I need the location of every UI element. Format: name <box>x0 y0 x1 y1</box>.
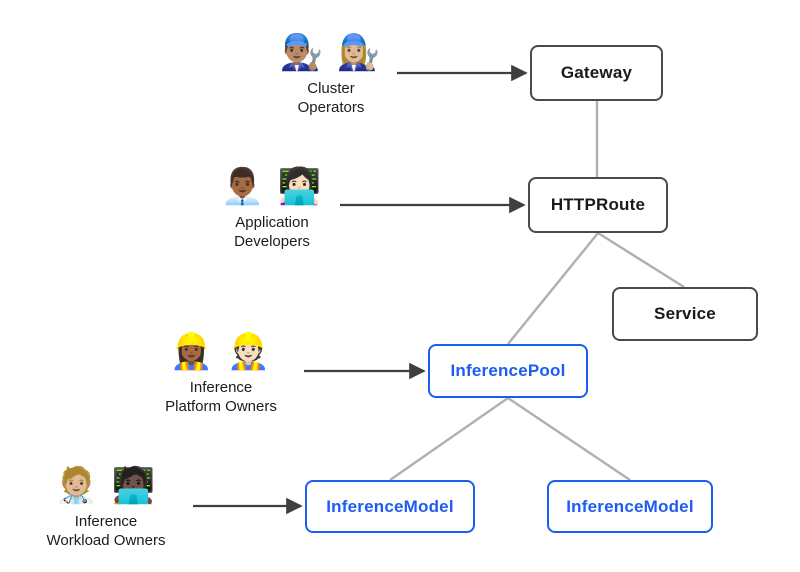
persona-inference-platform-owners-label: Inference Platform Owners <box>111 378 331 416</box>
persona-label-line: Platform Owners <box>165 398 277 415</box>
persona-label-line: Application <box>235 214 309 231</box>
node-inferencemodel-left: InferenceModel <box>305 480 475 533</box>
connector-inferencepool-inferencemodel-right <box>507 396 631 482</box>
persona-cluster-operators: 👨🏽‍🔧 👩🏼‍🔧 Cluster Operators <box>221 30 441 117</box>
node-service: Service <box>612 287 758 341</box>
persona-inference-workload-owners: 🧑🏼‍⚕️ 🧑🏿‍💻 Inference Workload Owners <box>0 463 216 550</box>
persona-label-line: Inference <box>74 513 138 530</box>
node-inferencepool: InferencePool <box>428 344 588 398</box>
connector-inferencepool-inferencemodel-left <box>389 396 509 482</box>
cluster-operators-emoji-icon: 👨🏽‍🔧 👩🏼‍🔧 <box>279 33 383 72</box>
persona-application-developers-label: Application Developers <box>162 213 382 251</box>
application-developers-emoji-icon: 👨🏾‍💼 👩🏻‍💻 <box>220 167 324 206</box>
inference-workload-owners-emoji-icon: 🧑🏼‍⚕️ 🧑🏿‍💻 <box>54 466 158 505</box>
persona-inference-workload-owners-label: Inference Workload Owners <box>0 512 216 550</box>
persona-inference-platform-owners: 👷🏾‍♀️ 👷🏻 Inference Platform Owners <box>111 329 331 416</box>
node-gateway: Gateway <box>530 45 663 101</box>
connector-httproute-service <box>597 231 685 289</box>
persona-label-line: Workload Owners <box>46 532 166 549</box>
persona-label-line: Cluster <box>307 80 355 97</box>
inference-platform-owners-emoji-icon: 👷🏾‍♀️ 👷🏻 <box>169 332 273 371</box>
node-httproute: HTTPRoute <box>528 177 668 233</box>
persona-label-line: Inference <box>189 379 253 396</box>
persona-cluster-operators-label: Cluster Operators <box>221 79 441 117</box>
connector-httproute-inferencepool <box>507 232 599 345</box>
persona-label-line: Developers <box>234 233 310 250</box>
node-inferencemodel-right: InferenceModel <box>547 480 713 533</box>
persona-label-line: Operators <box>297 99 365 116</box>
persona-application-developers: 👨🏾‍💼 👩🏻‍💻 Application Developers <box>162 164 382 251</box>
